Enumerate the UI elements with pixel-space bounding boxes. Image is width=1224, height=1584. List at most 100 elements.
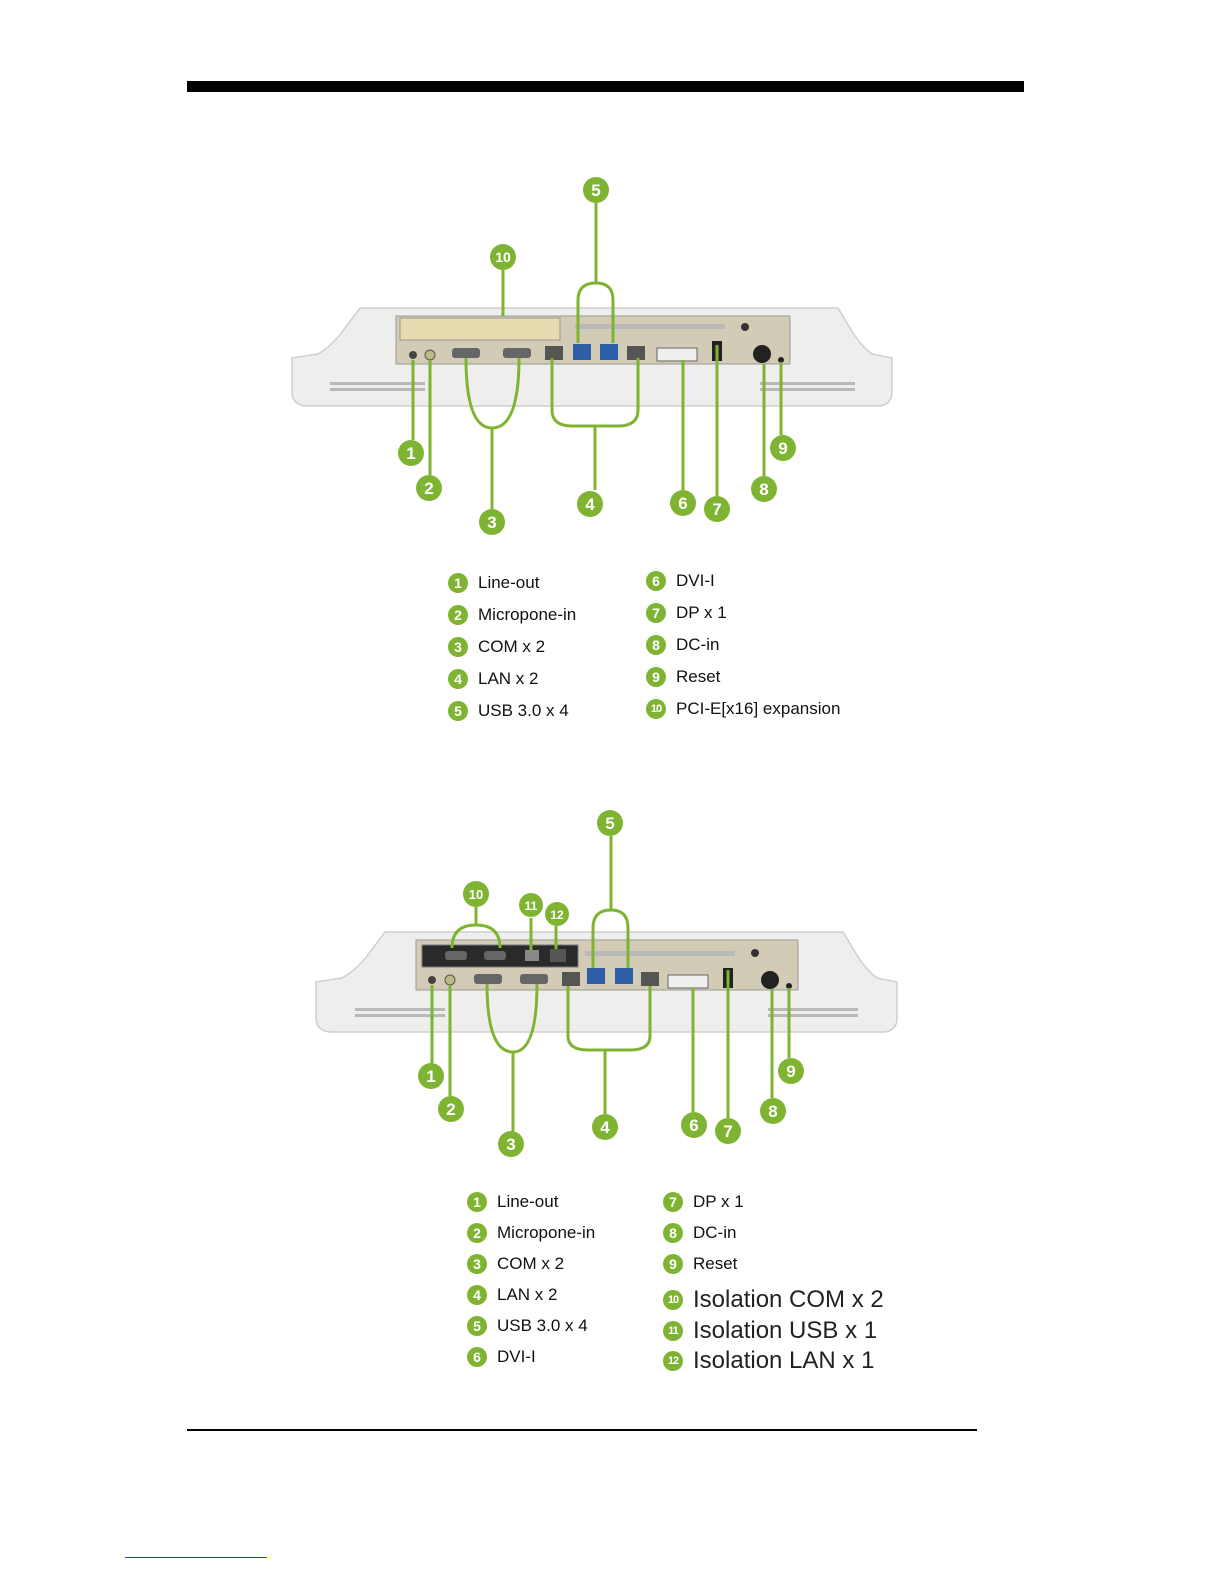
legend-label: Reset bbox=[676, 667, 721, 686]
legend-label: DC-in bbox=[693, 1223, 737, 1242]
mic-in-port bbox=[444, 974, 456, 986]
usb-port-1 bbox=[573, 344, 591, 360]
rear-io-diagram-pcie: 1 2 3 4 5 6 7 8 9 10 bbox=[291, 177, 893, 535]
line-out-port bbox=[428, 976, 436, 984]
callout-badge-10: 10 bbox=[463, 881, 489, 907]
svg-text:9: 9 bbox=[786, 1062, 795, 1081]
legend-label: DP x 1 bbox=[693, 1192, 744, 1211]
legend-item: 6 DVI-I bbox=[467, 1347, 536, 1367]
isolation-usb-port bbox=[525, 950, 539, 961]
callout-badge-6: 6 bbox=[670, 490, 696, 516]
header-rule bbox=[187, 81, 1024, 92]
number-badge: 4 bbox=[467, 1285, 487, 1305]
legend-label: Micropone-in bbox=[478, 605, 577, 624]
legend-item: 11 Isolation USB x 1 bbox=[663, 1317, 877, 1345]
legend-item: 1 Line-out bbox=[448, 573, 539, 593]
screw bbox=[751, 949, 759, 957]
svg-text:5: 5 bbox=[591, 181, 600, 200]
legend-label: LAN x 2 bbox=[497, 1285, 558, 1304]
callout-badge-4: 4 bbox=[592, 1114, 618, 1140]
number-badge: 8 bbox=[646, 635, 666, 655]
lan-port-1 bbox=[562, 972, 580, 986]
lan-port-2 bbox=[641, 972, 659, 986]
footnote-link-rule bbox=[125, 1557, 267, 1558]
legend-item: 4 LAN x 2 bbox=[467, 1285, 557, 1305]
callout-badge-1: 1 bbox=[418, 1063, 444, 1089]
callout-badge-9: 9 bbox=[778, 1058, 804, 1084]
dvi-port bbox=[656, 347, 698, 362]
dc-in-port bbox=[761, 971, 779, 989]
dc-in-port bbox=[753, 345, 771, 363]
svg-text:6: 6 bbox=[689, 1116, 698, 1135]
number-badge: 9 bbox=[663, 1254, 683, 1274]
svg-text:11: 11 bbox=[525, 899, 538, 913]
svg-text:2: 2 bbox=[446, 1100, 455, 1119]
legend-label: DP x 1 bbox=[676, 603, 727, 622]
callout-badge-8: 8 bbox=[760, 1098, 786, 1124]
usb-port-1 bbox=[587, 968, 605, 984]
callout-badge-7: 7 bbox=[704, 496, 730, 522]
lan-port-1 bbox=[545, 346, 563, 360]
number-badge: 11 bbox=[663, 1321, 683, 1341]
usb-port-2 bbox=[600, 344, 618, 360]
mic-in-port bbox=[424, 349, 436, 361]
vent-holes bbox=[355, 951, 858, 1017]
callout-badge-5: 5 bbox=[583, 177, 609, 203]
number-badge: 6 bbox=[467, 1347, 487, 1367]
callout-badge-4: 4 bbox=[577, 491, 603, 517]
svg-text:2: 2 bbox=[424, 479, 433, 498]
legend-item: 2 Micropone-in bbox=[448, 605, 576, 625]
com-port-1 bbox=[474, 974, 502, 984]
lan-port-2 bbox=[627, 346, 645, 360]
callout-badge-2: 2 bbox=[416, 475, 442, 501]
screw bbox=[741, 323, 749, 331]
svg-text:3: 3 bbox=[487, 513, 496, 532]
number-badge: 6 bbox=[646, 571, 666, 591]
number-badge: 2 bbox=[448, 605, 468, 625]
callout-badge-5: 5 bbox=[597, 810, 623, 836]
legend-label: DVI-I bbox=[497, 1347, 536, 1366]
callout-badge-11: 11 bbox=[519, 893, 543, 917]
svg-text:4: 4 bbox=[585, 495, 595, 514]
expansion-slot bbox=[399, 317, 561, 341]
legend-label: PCI-E[x16] expansion bbox=[676, 699, 841, 718]
number-badge: 1 bbox=[448, 573, 468, 593]
legend-label: Isolation USB x 1 bbox=[693, 1317, 878, 1344]
vent-holes bbox=[330, 324, 855, 391]
reset-button bbox=[778, 357, 784, 363]
callout-lines bbox=[430, 836, 791, 1132]
com-port-2 bbox=[503, 348, 531, 358]
legend-label: Line-out bbox=[478, 573, 540, 592]
legend-item: 8 DC-in bbox=[646, 635, 719, 655]
number-badge: 5 bbox=[448, 701, 468, 721]
svg-text:4: 4 bbox=[600, 1118, 610, 1137]
isolation-com-port-1 bbox=[445, 951, 467, 960]
svg-text:12: 12 bbox=[550, 908, 564, 922]
callout-lines bbox=[411, 203, 783, 510]
callout-badge-6: 6 bbox=[681, 1112, 707, 1138]
svg-text:3: 3 bbox=[506, 1135, 515, 1154]
svg-text:1: 1 bbox=[426, 1067, 435, 1086]
svg-text:10: 10 bbox=[469, 887, 483, 902]
legend-label: USB 3.0 x 4 bbox=[497, 1316, 588, 1335]
callout-badge-9: 9 bbox=[770, 435, 796, 461]
isolation-com-port-2 bbox=[484, 951, 506, 960]
legend-label: COM x 2 bbox=[478, 637, 546, 656]
callout-badge-1: 1 bbox=[398, 440, 424, 466]
legend-label: LAN x 2 bbox=[478, 669, 539, 688]
svg-text:10: 10 bbox=[495, 249, 511, 265]
legend-label: Isolation COM x 2 bbox=[693, 1286, 884, 1313]
legend-label: COM x 2 bbox=[497, 1254, 565, 1273]
legend-label: DC-in bbox=[676, 635, 720, 654]
